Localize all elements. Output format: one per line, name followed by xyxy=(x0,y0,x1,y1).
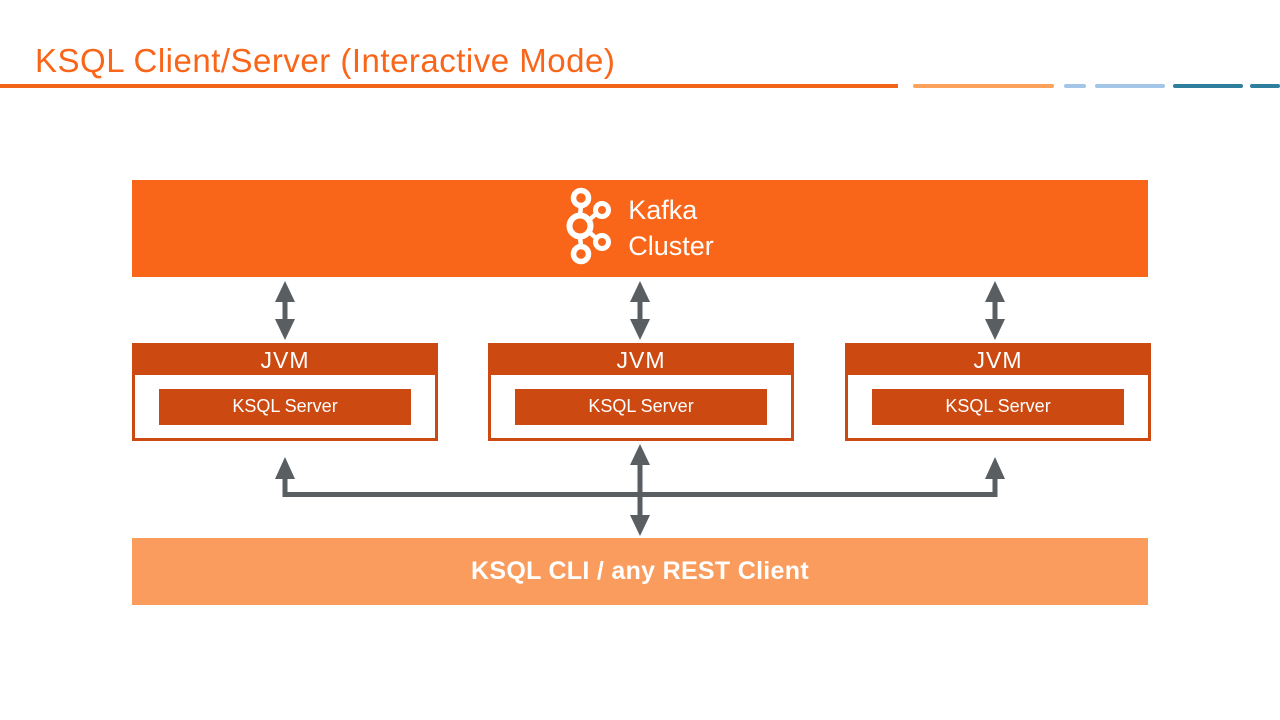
title-underline-segment xyxy=(913,84,1054,88)
ksql-cli-label: KSQL CLI / any REST Client xyxy=(471,557,809,585)
title-underline-segment xyxy=(1064,84,1086,88)
jvm-box-3: JVM KSQL Server xyxy=(845,343,1151,441)
kafka-cluster-label: Kafka Cluster xyxy=(628,193,714,263)
arrow-down-icon xyxy=(630,319,650,340)
ksql-cli-box: KSQL CLI / any REST Client xyxy=(132,538,1148,605)
arrow-up-icon xyxy=(985,457,1005,479)
ksql-server-box-1: KSQL Server xyxy=(159,388,411,425)
jvm-1-title: JVM xyxy=(134,345,436,375)
ksql-server-box-3: KSQL Server xyxy=(872,388,1124,425)
title-underline-segment xyxy=(1173,84,1243,88)
ksql-server-box-2: KSQL Server xyxy=(515,388,767,425)
jvm-2-body: KSQL Server xyxy=(491,375,791,438)
page-title: KSQL Client/Server (Interactive Mode) xyxy=(35,42,616,79)
jvm-box-2: JVM KSQL Server xyxy=(488,343,794,441)
jvm-3-body: KSQL Server xyxy=(848,375,1148,438)
jvm-box-1: JVM KSQL Server xyxy=(132,343,438,441)
arrow-up-icon xyxy=(630,281,650,302)
title-underline-segment xyxy=(1250,84,1280,88)
arrow-up-icon xyxy=(275,281,295,302)
arrow-down-icon xyxy=(275,319,295,340)
arrow-down-icon xyxy=(985,319,1005,340)
arrow-up-icon xyxy=(630,444,650,465)
arrow-up-icon xyxy=(275,457,295,479)
arrow-up-icon xyxy=(985,281,1005,302)
kafka-label-line1: Kafka xyxy=(628,195,698,226)
arrow-down-icon xyxy=(630,515,650,536)
kafka-logo-icon xyxy=(566,187,612,270)
title-underline xyxy=(0,84,898,88)
jvm-3-title: JVM xyxy=(847,345,1149,375)
kafka-cluster-box: Kafka Cluster xyxy=(132,180,1148,277)
title-underline-segment xyxy=(1095,84,1165,88)
jvm-2-title: JVM xyxy=(490,345,792,375)
jvm-1-body: KSQL Server xyxy=(135,375,435,438)
kafka-label-line2: Cluster xyxy=(628,230,714,261)
